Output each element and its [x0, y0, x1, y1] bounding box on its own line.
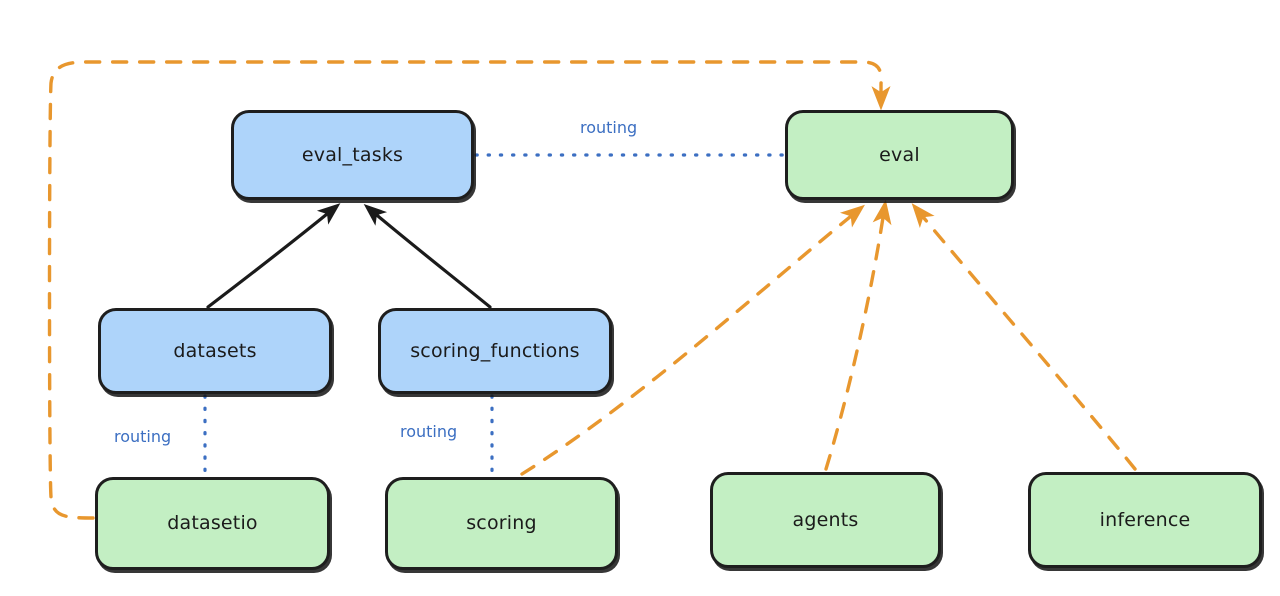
- node-datasetio[interactable]: datasetio: [95, 477, 330, 570]
- node-label-datasetio: datasetio: [167, 512, 258, 535]
- edge-label-routing-datasets-datasetio: routing: [114, 427, 172, 446]
- edge-datasets-to-eval-tasks: [206, 203, 341, 309]
- edge-label-routing-eval-tasks-eval: routing: [580, 118, 638, 137]
- node-label-eval-tasks: eval_tasks: [301, 143, 404, 166]
- node-scoring[interactable]: scoring: [385, 477, 618, 570]
- node-agents[interactable]: agents: [710, 472, 941, 568]
- node-eval-tasks[interactable]: eval_tasks: [231, 110, 474, 200]
- edge-inference-to-eval-dependency: [911, 203, 1137, 471]
- node-label-scoring-functions: scoring_functions: [410, 339, 580, 362]
- node-datasets[interactable]: datasets: [98, 308, 332, 394]
- node-label-datasets: datasets: [173, 339, 257, 362]
- edge-label-routing-scoring-functions-scoring: routing: [400, 422, 458, 441]
- node-label-scoring: scoring: [466, 512, 537, 535]
- node-label-agents: agents: [792, 508, 859, 531]
- edge-agents-to-eval-dependency: [824, 199, 892, 471]
- edge-scoring-functions-to-eval-tasks: [363, 203, 492, 309]
- node-label-inference: inference: [1099, 508, 1191, 531]
- node-label-eval: eval: [879, 143, 920, 166]
- node-scoring-functions[interactable]: scoring_functions: [378, 308, 612, 394]
- node-inference[interactable]: inference: [1028, 472, 1262, 568]
- node-eval[interactable]: eval: [785, 110, 1014, 200]
